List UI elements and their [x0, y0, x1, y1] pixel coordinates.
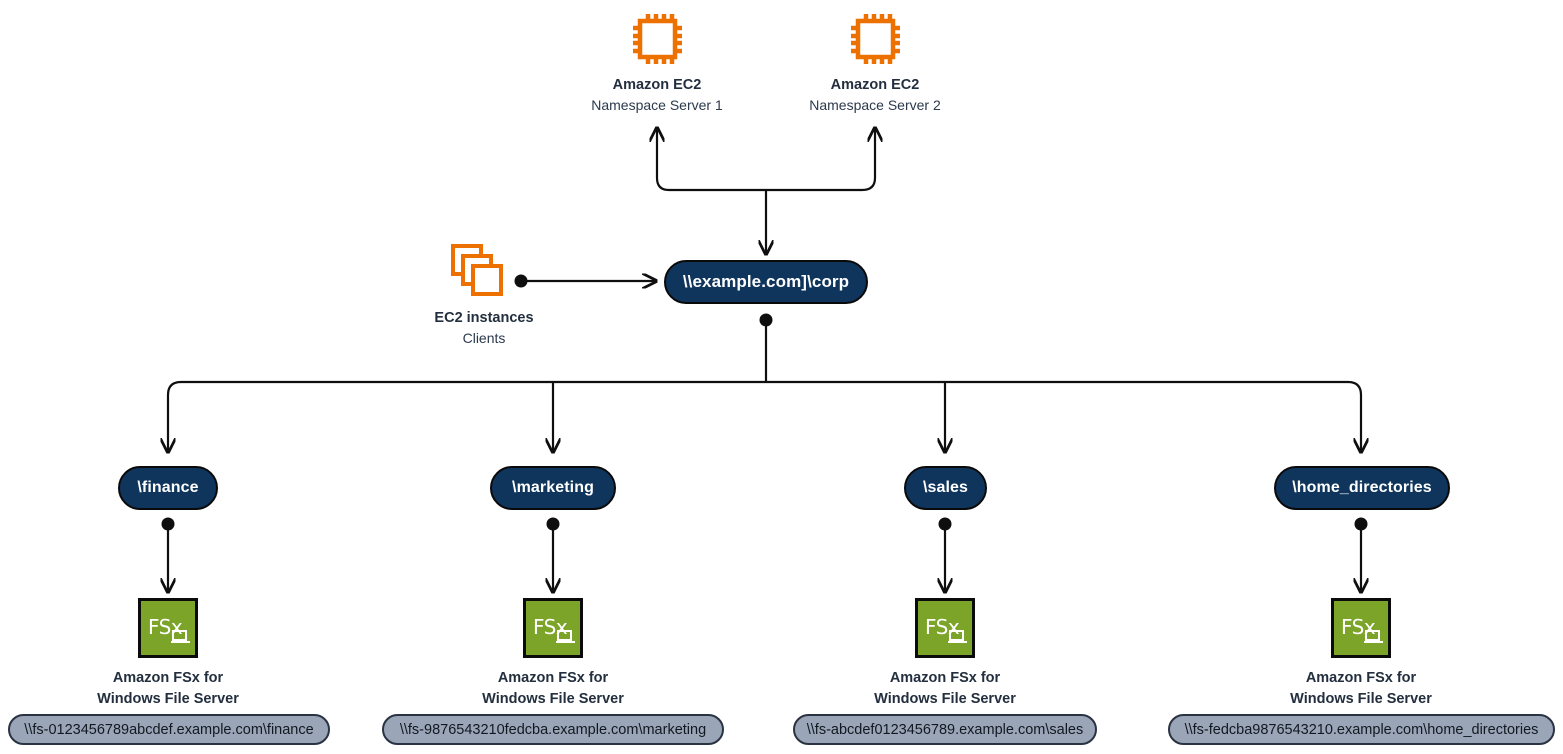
fsx-icon-label: FSx [533, 615, 568, 639]
share-pill-marketing[interactable]: \marketing [490, 466, 616, 510]
root-namespace-node[interactable]: \\example.com]\corp [664, 260, 868, 304]
namespace-server-2-caption: Amazon EC2 Namespace Server 2 [765, 75, 985, 115]
fsx-icon: FSx [523, 598, 583, 658]
fsx-icon-label: FSx [925, 615, 960, 639]
share-pill-sales[interactable]: \sales [904, 466, 987, 510]
unc-path-finance[interactable]: \\fs-0123456789abcdef.example.com\financ… [8, 714, 330, 745]
share-pill-finance[interactable]: \finance [118, 466, 218, 510]
namespace-server-1-title: Amazon EC2 [612, 77, 702, 93]
unc-path-marketing[interactable]: \\fs-9876543210fedcba.example.com\market… [382, 714, 724, 745]
connector-clients-to-corp [514, 275, 657, 288]
ec2-chip-icon [629, 10, 686, 68]
fsx-monitor-glyph [556, 630, 575, 643]
fsx-icon: FSx [138, 598, 198, 658]
fsx-caption-line2: Windows File Server [97, 691, 239, 708]
connector-shares-to-fsx [162, 517, 1368, 593]
ec2-chip-icon [847, 10, 904, 68]
namespace-server-2-subtitle: Namespace Server 2 [809, 96, 941, 113]
clients-subtitle: Clients [462, 329, 506, 346]
namespace-server-1-caption: Amazon EC2 Namespace Server 1 [547, 75, 767, 115]
fsx-icon: FSx [1331, 598, 1391, 658]
fsx-caption-line2: Windows File Server [482, 691, 624, 708]
fsx-monitor-glyph [948, 630, 967, 643]
fsx-monitor-glyph [171, 630, 190, 643]
fsx-caption-line1: Amazon FSx for [1305, 670, 1417, 686]
fsx-caption-line1: Amazon FSx for [112, 670, 224, 686]
fsx-icon-label: FSx [1341, 615, 1376, 639]
fsx-caption-line1: Amazon FSx for [497, 670, 609, 686]
fsx-caption-marketing: Amazon FSx for Windows File Server [423, 668, 683, 710]
unc-path-home-directories[interactable]: \\fs-fedcba9876543210.example.com\home_d… [1168, 714, 1555, 745]
clients-title: EC2 instances [434, 310, 534, 326]
fsx-caption-sales: Amazon FSx for Windows File Server [815, 668, 1075, 710]
fsx-caption-line1: Amazon FSx for [889, 670, 1001, 686]
connector-corp-to-shares [168, 313, 1361, 453]
namespace-server-2-title: Amazon EC2 [830, 77, 920, 93]
fsx-icon: FSx [915, 598, 975, 658]
fsx-icon-label: FSx [148, 615, 183, 639]
fsx-monitor-glyph [1364, 630, 1383, 643]
share-pill-home-directories[interactable]: \home_directories [1274, 466, 1450, 510]
fsx-caption-line2: Windows File Server [874, 691, 1016, 708]
namespace-server-1-subtitle: Namespace Server 1 [591, 96, 723, 113]
fsx-caption-finance: Amazon FSx for Windows File Server [38, 668, 298, 710]
clients-caption: EC2 instances Clients [394, 308, 574, 348]
ec2-instances-stack-icon [450, 243, 510, 301]
fsx-caption-line2: Windows File Server [1290, 691, 1432, 708]
connector-corp-to-namespace-servers [657, 128, 875, 254]
fsx-caption-home-directories: Amazon FSx for Windows File Server [1231, 668, 1491, 710]
unc-path-sales[interactable]: \\fs-abcdef0123456789.example.com\sales [793, 714, 1097, 745]
